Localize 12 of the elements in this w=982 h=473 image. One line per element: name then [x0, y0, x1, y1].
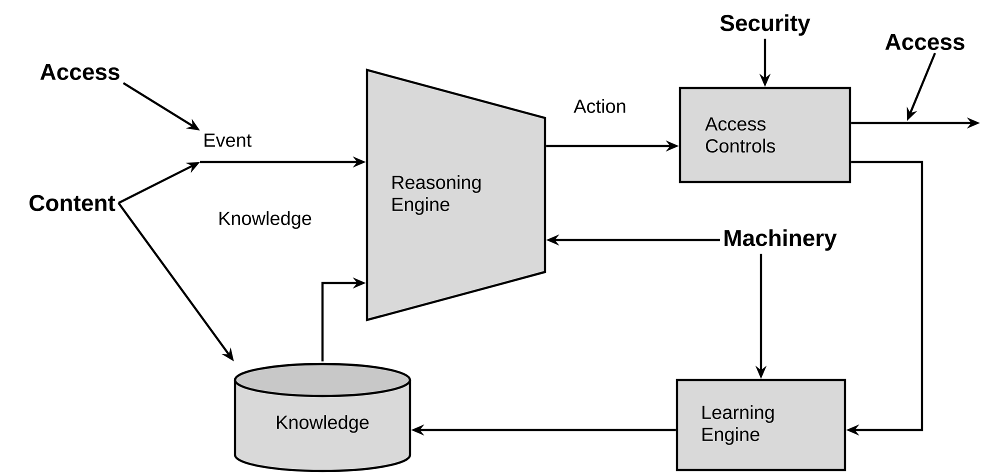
bold-label: Security	[720, 14, 810, 36]
bold-label: Content	[30, 194, 116, 212]
bold-label: Machinery	[724, 229, 837, 251]
edge-label: Action	[572, 98, 628, 114]
bold-label: Access	[885, 34, 964, 50]
database-cylinder: Knowledge	[234, 362, 412, 472]
signal-label: Event	[204, 134, 252, 147]
signal-label: Knowledge	[220, 211, 312, 229]
bold-label: Access	[40, 64, 120, 80]
process-box: Learning Engine	[676, 378, 846, 472]
trapezoid-block: Reasoning Engine	[366, 68, 546, 322]
process-box: Access Controls	[678, 86, 852, 184]
